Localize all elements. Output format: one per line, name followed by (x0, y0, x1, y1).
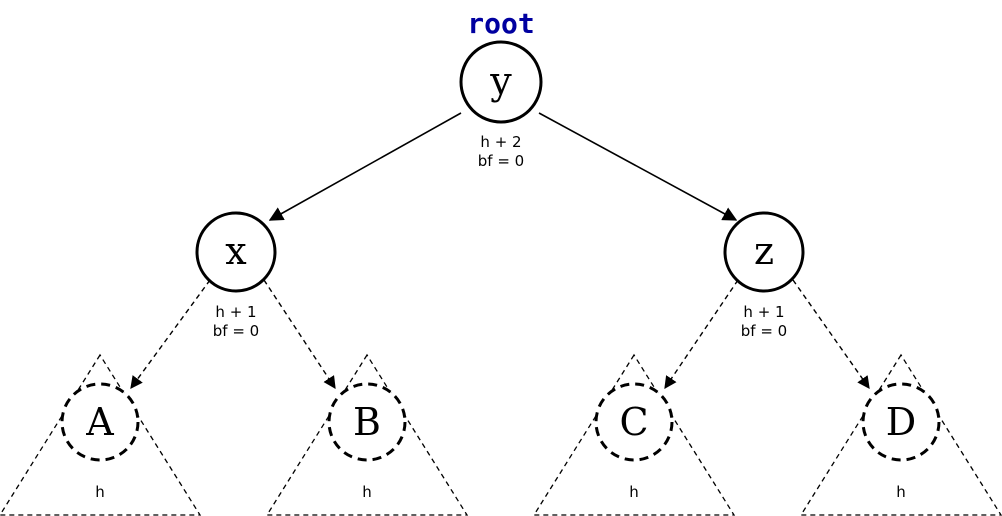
node-y-balance-factor: bf = 0 (478, 152, 524, 170)
node-z-balance-factor: bf = 0 (741, 322, 787, 340)
subtree-a-label: A (85, 400, 114, 444)
subtree-b-triangle (265, 353, 469, 516)
node-y: y (459, 40, 543, 124)
subtree-c: C (594, 382, 674, 462)
subtree-a-circle (60, 382, 140, 462)
subtree-a-height: h (95, 483, 105, 501)
node-x: x (195, 211, 277, 293)
edge-z-d (792, 279, 870, 390)
edge-x-a (130, 279, 211, 390)
subtree-d-height: h (896, 483, 906, 501)
subtree-d-circle (861, 382, 941, 462)
node-z: z (723, 211, 805, 293)
node-y-height: h + 2 (480, 133, 521, 151)
subtree-d: D (861, 382, 941, 462)
subtree-c-height: h (629, 483, 639, 501)
node-x-balance-factor: bf = 0 (213, 322, 259, 340)
edge-y-x (268, 112, 462, 221)
node-x-circle (195, 211, 277, 293)
subtree-b-circle (327, 382, 407, 462)
node-y-circle (459, 40, 543, 124)
node-x-height: h + 1 (215, 303, 256, 321)
subtree-d-label: D (886, 400, 916, 444)
edge-x-b (263, 279, 336, 390)
subtree-d-triangle (799, 353, 1002, 516)
node-x-label: x (225, 229, 246, 273)
subtree-a-triangle (0, 353, 202, 516)
subtree-b: B (327, 382, 407, 462)
edge-y-z (538, 112, 738, 221)
subtree-c-label: C (619, 400, 648, 444)
node-z-label: z (754, 229, 774, 273)
node-z-height: h + 1 (743, 303, 784, 321)
root-label: root (467, 7, 534, 40)
node-z-circle (723, 211, 805, 293)
subtree-a: A (60, 382, 140, 462)
subtree-b-label: B (353, 400, 381, 444)
node-y-label: y (489, 59, 512, 103)
subtree-c-triangle (532, 353, 736, 516)
edge-z-c (664, 279, 739, 390)
subtree-b-height: h (362, 483, 372, 501)
subtree-c-circle (594, 382, 674, 462)
